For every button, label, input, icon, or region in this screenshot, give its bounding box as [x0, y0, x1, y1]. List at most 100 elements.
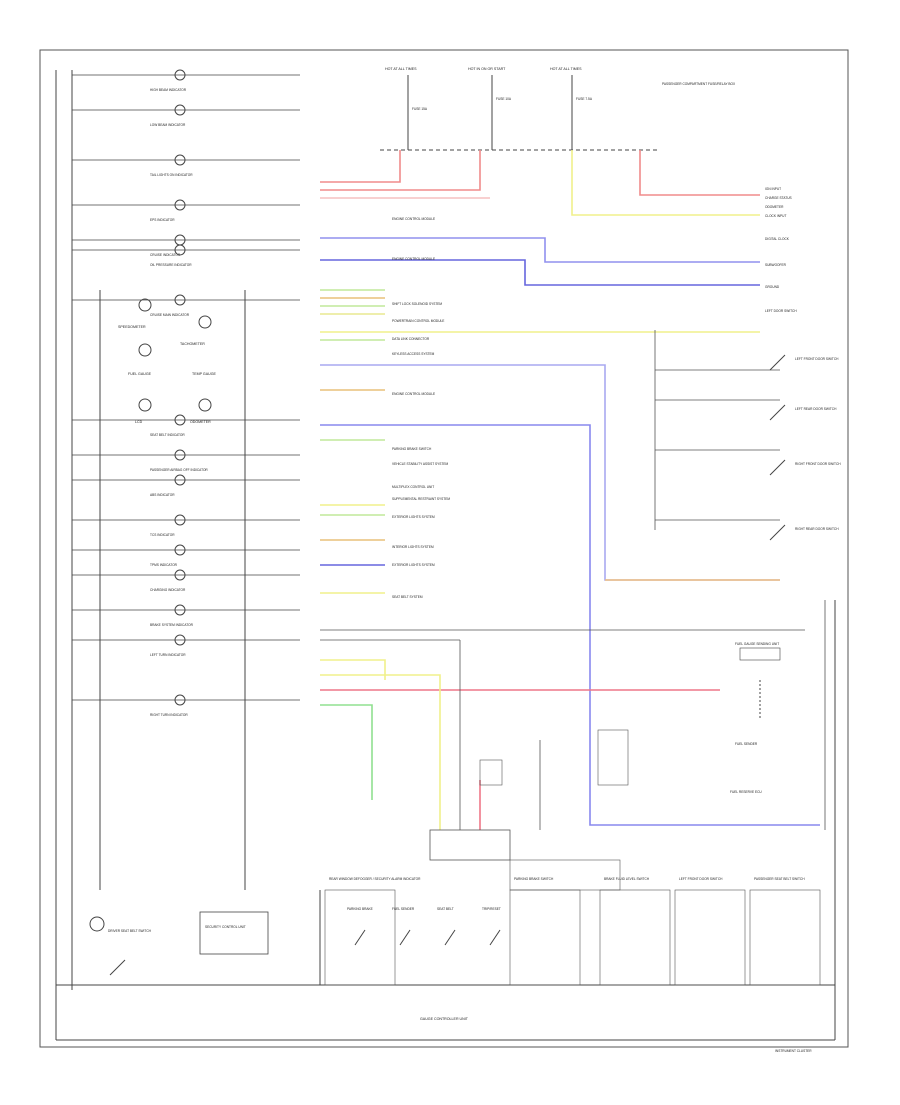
fuel-sender-unit: FUEL GAUGE SENDING UNIT — [735, 642, 779, 646]
door-switch: LEFT REAR DOOR SWITCH — [769, 404, 837, 421]
lamp-label: BRAKE SYSTEM INDICATOR — [150, 623, 194, 627]
bottom-switch-label: FUEL SENDER — [392, 907, 415, 911]
lamp-row: SEAT BELT INDICATOR — [72, 414, 300, 437]
lamp-label: SEAT BELT INDICATOR — [150, 433, 185, 437]
lamp-label: LEFT TURN INDICATOR — [150, 653, 186, 657]
lamp-row: TCS INDICATOR — [72, 514, 300, 537]
bottom-box-label: BRAKE FLUID LEVEL SWITCH — [604, 877, 650, 881]
bottom-switch-label: TRIP/RESET — [482, 907, 501, 911]
lamp-label: TPMS INDICATOR — [150, 563, 178, 567]
door-switch-contact — [769, 354, 786, 371]
door-switch: RIGHT REAR DOOR SWITCH — [769, 524, 839, 541]
lamp-row: CHARGING INDICATOR — [72, 569, 300, 592]
door-switch-label: LEFT FRONT DOOR SWITCH — [795, 357, 839, 361]
bottom-box-frame — [599, 889, 671, 986]
bottom-box-label: PASSENGER SEAT BELT SWITCH — [754, 877, 805, 881]
right-connector-label: SUBWOOFER — [765, 263, 787, 267]
mid-connection-label: DATA LINK CONNECTOR — [392, 337, 430, 341]
lamp-bulb — [174, 474, 186, 486]
door-switch-group: LEFT FRONT DOOR SWITCH LEFT REAR DOOR SWI… — [769, 354, 841, 541]
footer-right-label: INSTRUMENT CLUSTER — [775, 1049, 812, 1053]
bottom-box-frame — [674, 889, 746, 986]
lamp-bulb — [174, 294, 186, 306]
lamp-label: ABS INDICATOR — [150, 493, 175, 497]
bottom-switch-contact — [444, 929, 456, 946]
gauge-circle-3 — [138, 343, 152, 357]
fuse-1-rating: FUSE 15A — [412, 107, 428, 111]
fuel-reserve-ecu: FUEL RESERVE ECU — [730, 790, 762, 794]
door-switch-contact — [769, 459, 786, 476]
gauge-cluster: SPEEDOMETER TACHOMETER FUEL GAUGE TEMP G… — [118, 298, 216, 424]
lamp-label: TAIL LIGHTS ON INDICATOR — [150, 173, 193, 177]
lamp-row: LOW BEAM INDICATOR — [72, 104, 300, 127]
mid-connection-label: SHIFT LOCK SOLENOID SYSTEM — [392, 302, 442, 306]
lamp-label: CRUISE MAIN INDICATOR — [150, 313, 190, 317]
lamp-bulb — [174, 634, 186, 646]
mid-connection-label: KEYLESS ACCESS SYSTEM — [392, 352, 435, 356]
bottom-box: PARKING BRAKE SWITCH — [509, 877, 581, 986]
lamp-label: LOW BEAM INDICATOR — [150, 123, 186, 127]
lamp-bulb — [174, 69, 186, 81]
bottom-switch-label: SEAT BELT — [437, 907, 454, 911]
bottom-switch-contact — [354, 929, 366, 946]
bottom-switch: TRIP/RESET — [482, 907, 501, 946]
security-control-unit-label: SECURITY CONTROL UNIT — [205, 925, 246, 929]
bottom-box-label: PARKING BRAKE SWITCH — [514, 877, 554, 881]
mid-connection-label: VEHICLE STABILITY ASSIST SYSTEM — [392, 462, 448, 466]
lamp-bulb — [174, 569, 186, 581]
colored-wires — [320, 150, 820, 830]
door-switch-label: LEFT REAR DOOR SWITCH — [795, 407, 837, 411]
bottom-switch: PARKING BRAKE — [347, 907, 373, 946]
grey-wires — [320, 330, 826, 830]
lamp-row: PASSENGER AIRBAG OFF INDICATOR — [72, 449, 300, 472]
right-connector-label: CHARGE STATUS — [765, 196, 792, 200]
mid-connection-labels: ENGINE CONTROL MODULE ENGINE CONTROL MODU… — [392, 217, 450, 599]
gauge-label-temp: TEMP GAUGE — [192, 372, 216, 376]
mid-connection-label: ENGINE CONTROL MODULE — [392, 217, 435, 221]
fuel-sender-label: FUEL SENDER — [735, 742, 758, 746]
fuse-1: HOT AT ALL TIMES FUSE 15A — [385, 67, 428, 150]
right-connector-label: LEFT DOOR SWITCH — [765, 309, 797, 313]
lamp-row: CRUISE MAIN INDICATOR — [72, 294, 300, 317]
top-fuse-group: HOT AT ALL TIMES FUSE 15A HOT IN ON OR S… — [380, 67, 736, 151]
mid-connection-label: EXTERIOR LIGHTS SYSTEM — [392, 563, 435, 567]
fuse-3-name: HOT AT ALL TIMES — [550, 67, 582, 71]
driver-belt-circle — [89, 916, 105, 932]
lamp-bulb — [174, 694, 186, 706]
bottom-bus-label: GAUGE CONTROLLER UNIT — [420, 1017, 469, 1021]
fuse-2: HOT IN ON OR START FUSE 10A — [468, 67, 512, 150]
gauge-label-fuel: FUEL GAUGE — [128, 372, 152, 376]
bottom-switch-group: PARKING BRAKE FUEL SENDER SEAT BELT TRIP/RE… — [347, 907, 501, 946]
lamp-label: TCS INDICATOR — [150, 533, 175, 537]
right-connector-label: DIGITAL CLOCK — [765, 237, 790, 241]
lamp-bulb — [174, 414, 186, 426]
lamp-label: CRUISE INDICATOR — [150, 253, 181, 257]
mid-connection-label: SUPPLEMENTAL RESTRAINT SYSTEM — [392, 497, 450, 501]
lamp-bulb — [174, 154, 186, 166]
lamp-label: EPS INDICATOR — [150, 218, 175, 222]
bottom-switch-contact — [399, 929, 411, 946]
fuse-3-rating: FUSE 7.5A — [576, 97, 593, 101]
bottom-box-frame — [509, 889, 581, 986]
lamp-bulb — [174, 604, 186, 616]
mid-connection-label: PARKING BRAKE SWITCH — [392, 447, 432, 451]
fuse-3: HOT AT ALL TIMES FUSE 7.5A — [550, 67, 593, 150]
lamp-bulb — [174, 199, 186, 211]
gauge-label-odometer: ODOMETER — [190, 420, 211, 424]
mid-connection-label: ENGINE CONTROL MODULE — [392, 392, 435, 396]
right-connector-label: CLOCK INPUT — [765, 214, 786, 218]
lamp-row: ABS INDICATOR — [72, 474, 300, 497]
gauge-label-speedometer: SPEEDOMETER — [118, 325, 146, 329]
mid-connection-label: SEAT BELT SYSTEM — [392, 595, 423, 599]
lamp-label: OIL PRESSURE INDICATOR — [150, 263, 192, 267]
lamp-row: BRAKE SYSTEM INDICATOR — [72, 604, 300, 627]
bottom-box: PASSENGER SEAT BELT SWITCH — [749, 877, 821, 986]
gauge-circle-2 — [198, 315, 212, 329]
bottom-box: BRAKE FLUID LEVEL SWITCH — [599, 877, 671, 986]
bottom-box-group: REAR WINDOW DEFOGGER / SECURITY ALARM IN… — [324, 877, 821, 986]
fuse-2-rating: FUSE 10A — [496, 97, 512, 101]
lamp-label: HIGH BEAM INDICATOR — [150, 88, 187, 92]
lamp-bulb — [174, 514, 186, 526]
